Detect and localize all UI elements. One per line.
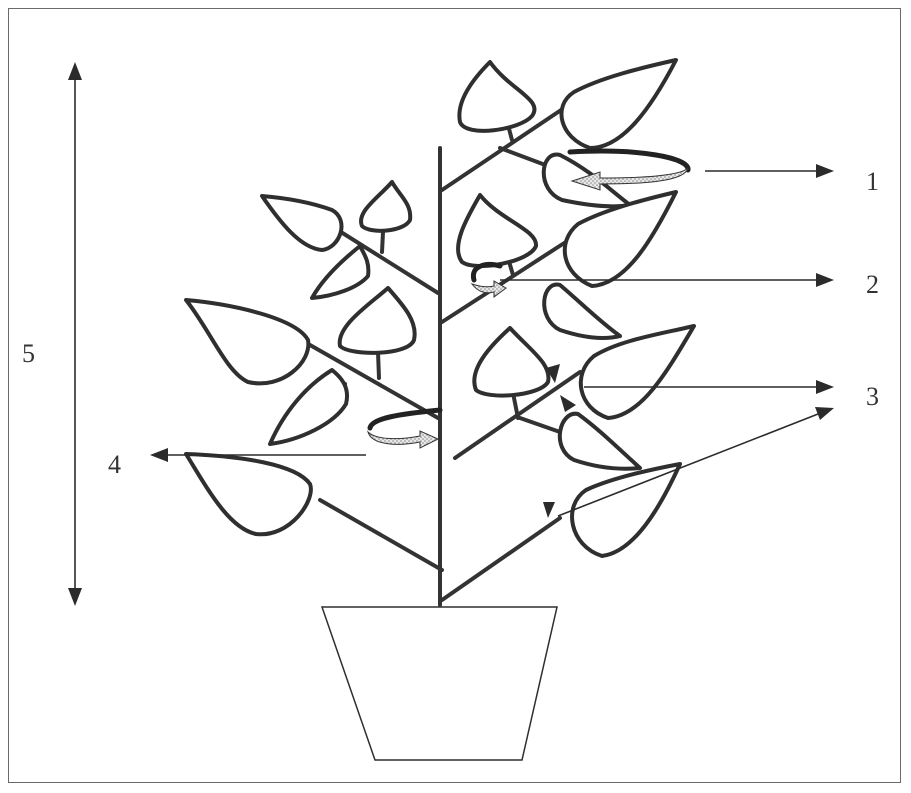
arrowhead (150, 448, 168, 462)
rotation-arrow-4-body (366, 430, 440, 449)
leaf (557, 411, 642, 471)
leaf (359, 180, 413, 233)
rotation-arrow-1-body (570, 166, 689, 191)
branch (440, 102, 572, 192)
leaves (184, 58, 696, 558)
leaf (578, 324, 696, 420)
leaf (268, 368, 349, 446)
arrowhead (816, 380, 834, 394)
rotation-indicators (366, 148, 691, 518)
branch (323, 220, 440, 295)
stem-branches (308, 102, 582, 607)
branch (308, 343, 440, 420)
leaf (456, 193, 538, 268)
leaf (559, 58, 678, 150)
label-5: 5 (22, 339, 35, 368)
leaf (570, 462, 682, 558)
rotation-arrow-1 (567, 148, 691, 173)
branch (498, 146, 550, 168)
plant-pot (320, 606, 558, 761)
label-3: 3 (866, 382, 879, 411)
leaf (542, 282, 622, 340)
arrowhead (68, 62, 82, 80)
arrowhead (816, 273, 834, 287)
marker-arrowhead (543, 502, 555, 518)
petiole (512, 396, 520, 420)
arrowhead (815, 407, 834, 420)
leaf (562, 190, 678, 288)
rotation-arrow-2 (470, 262, 503, 283)
petiole (376, 350, 381, 380)
leaf (457, 60, 537, 133)
leaf (184, 298, 311, 386)
callout-arrows (68, 62, 834, 606)
bend-arrow-3-up (546, 364, 560, 383)
rotation-arrow-2-body (470, 280, 507, 298)
petiole (518, 416, 562, 434)
callout-arrow-lower (557, 413, 819, 517)
arrowhead (816, 164, 834, 178)
arrowhead (68, 588, 82, 606)
petiole (380, 230, 385, 254)
label-2: 2 (866, 270, 879, 299)
branch (318, 498, 444, 572)
leaf (260, 194, 344, 252)
leaf (337, 286, 417, 355)
bend-arrow-3-down (560, 395, 576, 412)
leaf (310, 244, 371, 300)
label-4: 4 (108, 450, 121, 479)
figure-border (8, 8, 901, 783)
leaf (184, 452, 313, 537)
label-1: 1 (866, 167, 879, 196)
leaf (472, 326, 551, 398)
rotation-arrow-4 (367, 407, 443, 431)
branch (440, 516, 562, 602)
